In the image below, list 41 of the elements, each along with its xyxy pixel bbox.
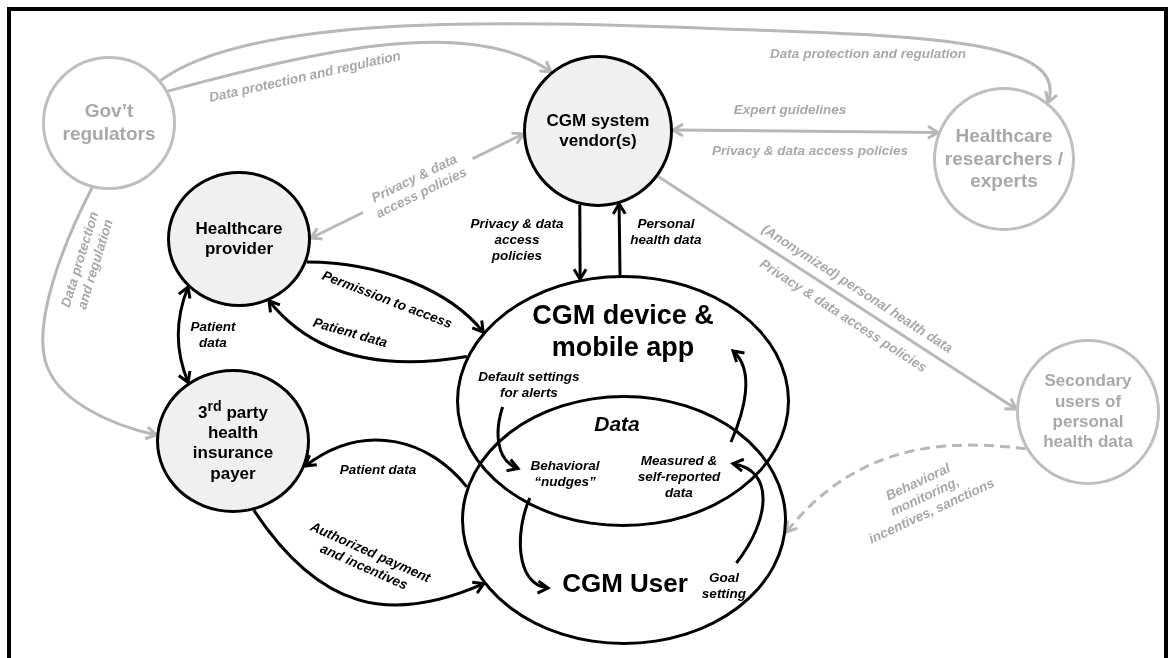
region-label: Data	[594, 411, 640, 437]
arrow	[784, 443, 1026, 534]
arrow	[671, 122, 940, 140]
edge-label: Patient data	[339, 461, 417, 479]
circle-node	[42, 56, 176, 190]
edge-label: Expert guidelines	[733, 101, 847, 119]
annotation-text: Default settings for alerts	[477, 368, 581, 402]
arrow	[518, 497, 550, 594]
annotation-text: Behavioral “nudges”	[529, 457, 601, 491]
arrow	[167, 40, 553, 93]
arrow	[731, 458, 765, 564]
arrow	[159, 22, 1057, 104]
ellipse-node	[461, 395, 787, 645]
circle-node	[1016, 339, 1160, 485]
arrow	[41, 187, 158, 440]
node-label: CGM system vendor(s)	[545, 110, 651, 152]
node-label: CGM User	[561, 568, 689, 599]
arrow	[176, 285, 192, 384]
edge-label: Data protection and regulation	[770, 45, 966, 63]
arrow	[572, 204, 588, 281]
edge-label: Patient data	[189, 318, 237, 352]
edge-label: Patient data	[311, 314, 389, 352]
circle-node	[933, 87, 1075, 231]
edge-label: Personal health data	[629, 215, 703, 249]
arrow	[611, 202, 627, 276]
annotation-text: Measured & self-reported data	[636, 452, 722, 502]
arrow	[729, 349, 748, 443]
node-label: CGM device & mobile app	[531, 300, 715, 364]
node-label: Healthcare researchers / experts	[943, 124, 1065, 194]
arrow	[306, 260, 485, 334]
annotation-text: Goal setting	[700, 569, 748, 603]
node-label: Gov’t regulators	[61, 100, 157, 146]
arrow	[252, 509, 486, 607]
arrow	[267, 299, 468, 364]
edge-note: Privacy & data access policies	[712, 142, 908, 160]
node-label: Secondary users of personal health data	[1042, 371, 1134, 453]
arrow	[657, 175, 1018, 411]
arrow	[496, 406, 520, 472]
node-label: 3$^{rd}$ party health insurance payer	[191, 397, 275, 485]
node-label: Healthcare provider	[194, 218, 284, 260]
arrow	[303, 438, 468, 488]
